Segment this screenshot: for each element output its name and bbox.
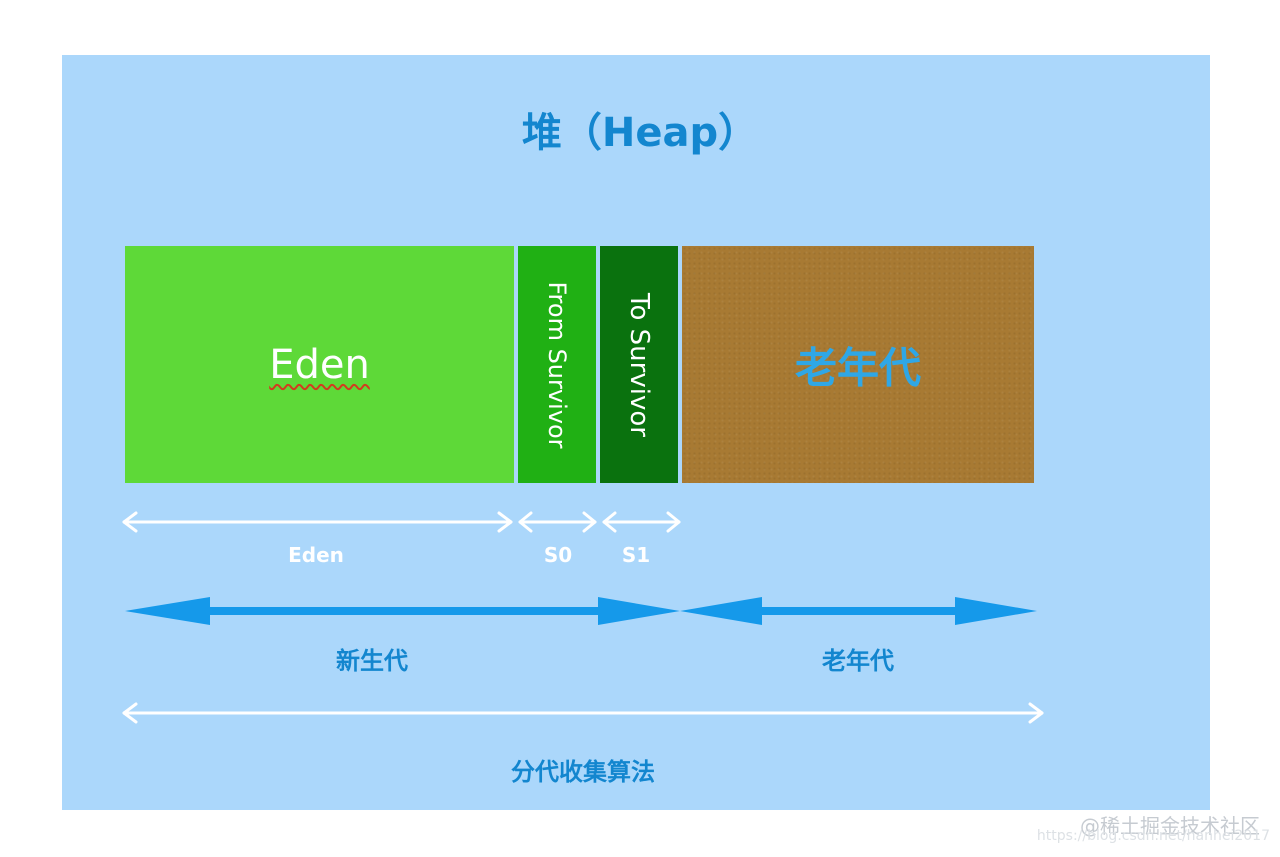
young-gen-label: 新生代 — [336, 647, 408, 675]
s1-span-arrow — [602, 511, 681, 533]
from-survivor-block: From Survivor — [518, 246, 596, 483]
algorithm-span-arrow — [122, 702, 1044, 724]
heap-title: 堆（Heap） — [521, 110, 759, 156]
old-gen-block: 老年代 — [682, 246, 1034, 483]
old-gen-label: 老年代 — [822, 647, 894, 675]
watermark: @稀土掘金技术社区 — [1080, 814, 1260, 838]
young-gen-arrow — [125, 597, 680, 625]
eden-span-label: Eden — [288, 543, 344, 567]
algorithm-label: 分代收集算法 — [511, 758, 655, 786]
s0-span-arrow — [518, 511, 597, 533]
s0-span-label: S0 — [543, 543, 573, 567]
eden-span-arrow — [122, 511, 513, 533]
s1-span-label: S1 — [621, 543, 651, 567]
to-survivor-block: To Survivor — [600, 246, 678, 483]
old-gen-arrow — [680, 597, 1037, 625]
eden-block: Eden — [125, 246, 514, 483]
old-gen-block-label: 老年代 — [794, 343, 921, 392]
watermark-url: https://blog.csdn.net/hanhei2017 — [1036, 828, 1270, 844]
eden-block-label: Eden — [269, 341, 370, 388]
